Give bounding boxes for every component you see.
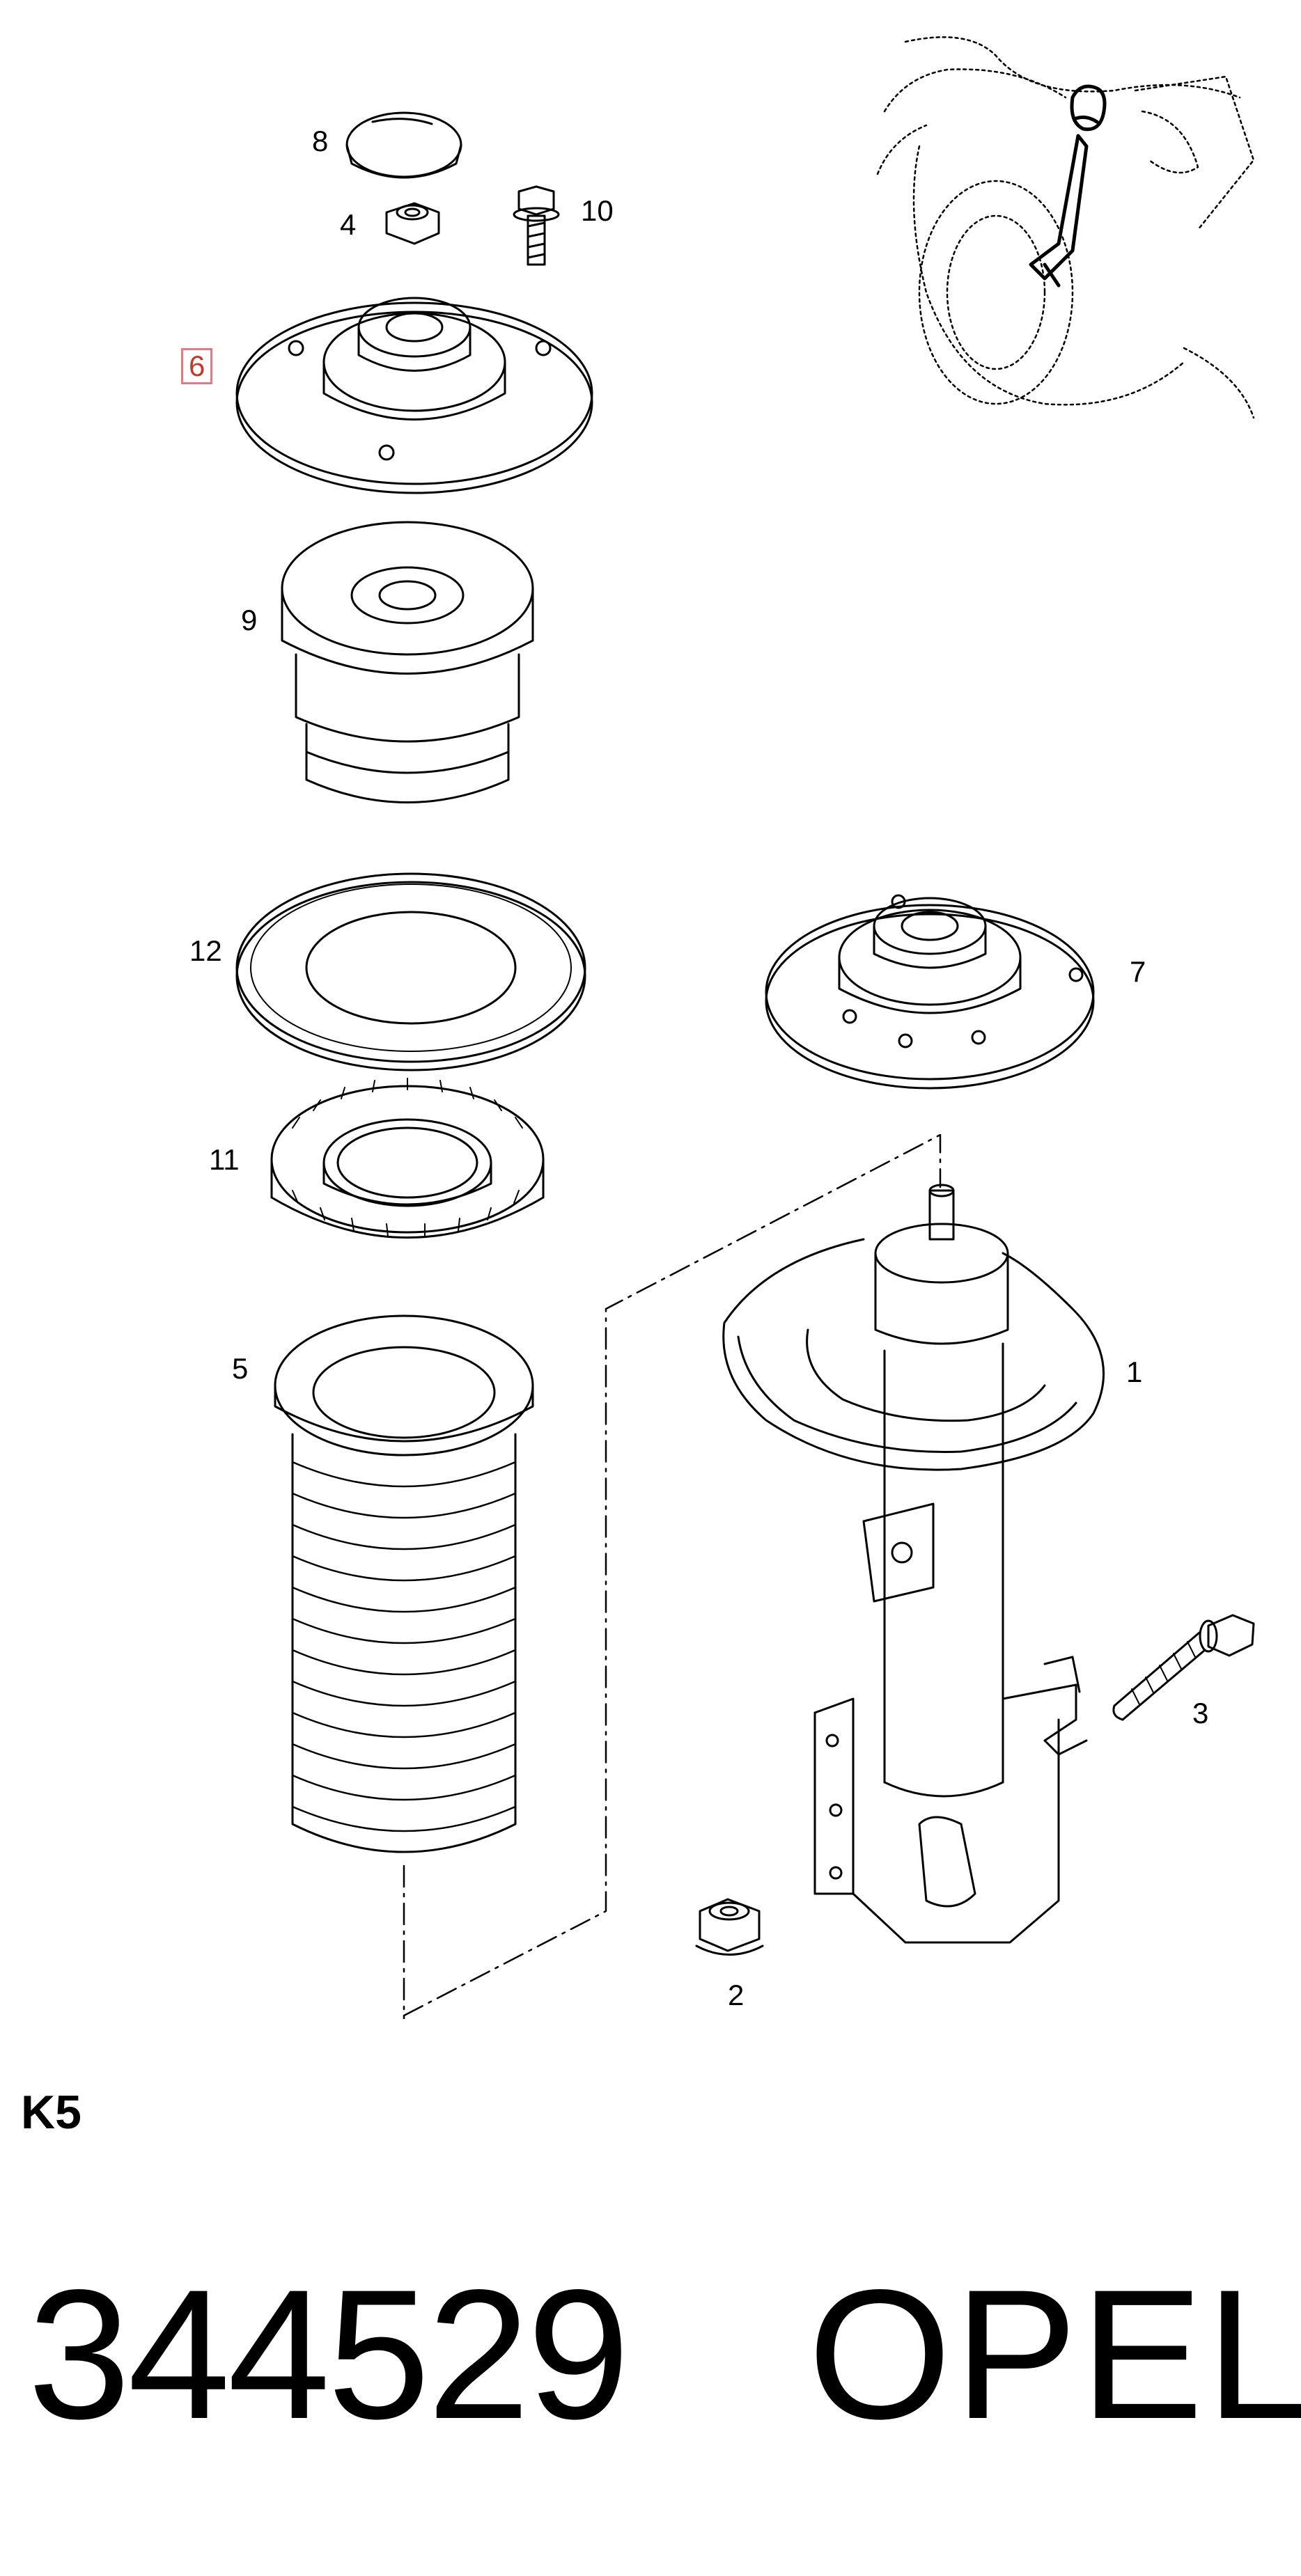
part-number: 344529 bbox=[28, 2252, 630, 2458]
callout-9: 9 bbox=[241, 604, 258, 636]
part-10-bolt bbox=[513, 185, 560, 266]
part-11-bearing bbox=[270, 1078, 545, 1239]
part-9-bump-stop bbox=[281, 521, 534, 803]
part-6-strut-mount bbox=[235, 297, 593, 494]
callout-12: 12 bbox=[189, 934, 222, 967]
part-2-nut bbox=[695, 1898, 764, 1956]
part-1-shock-absorber bbox=[722, 1184, 1105, 1944]
callout-6-highlighted: 6 bbox=[181, 348, 213, 384]
exploded-parts-diagram bbox=[235, 36, 1255, 2019]
assembly-guide-line bbox=[403, 1133, 942, 2019]
callout-4: 4 bbox=[340, 208, 357, 241]
section-code: K5 bbox=[21, 2086, 81, 2139]
part-7-strut-mount bbox=[765, 894, 1095, 1090]
callout-8: 8 bbox=[312, 125, 329, 157]
callout-10: 10 bbox=[581, 194, 614, 227]
callout-5: 5 bbox=[232, 1352, 249, 1385]
part-5-dust-boot bbox=[274, 1314, 534, 1853]
part-8-cap bbox=[345, 111, 462, 179]
part-3-bolt bbox=[1112, 1614, 1255, 1721]
callout-1: 1 bbox=[1126, 1356, 1143, 1388]
callout-2: 2 bbox=[728, 1979, 745, 2011]
callout-3: 3 bbox=[1192, 1697, 1209, 1729]
callout-11: 11 bbox=[209, 1143, 240, 1176]
vehicle-strut-location bbox=[1029, 84, 1107, 288]
part-4-nut bbox=[385, 202, 440, 245]
vehicle-location-sketch bbox=[876, 36, 1255, 419]
brand-name: OPEL bbox=[808, 2252, 1301, 2458]
part-12-seal-ring bbox=[235, 872, 586, 1071]
callout-7: 7 bbox=[1130, 955, 1146, 988]
